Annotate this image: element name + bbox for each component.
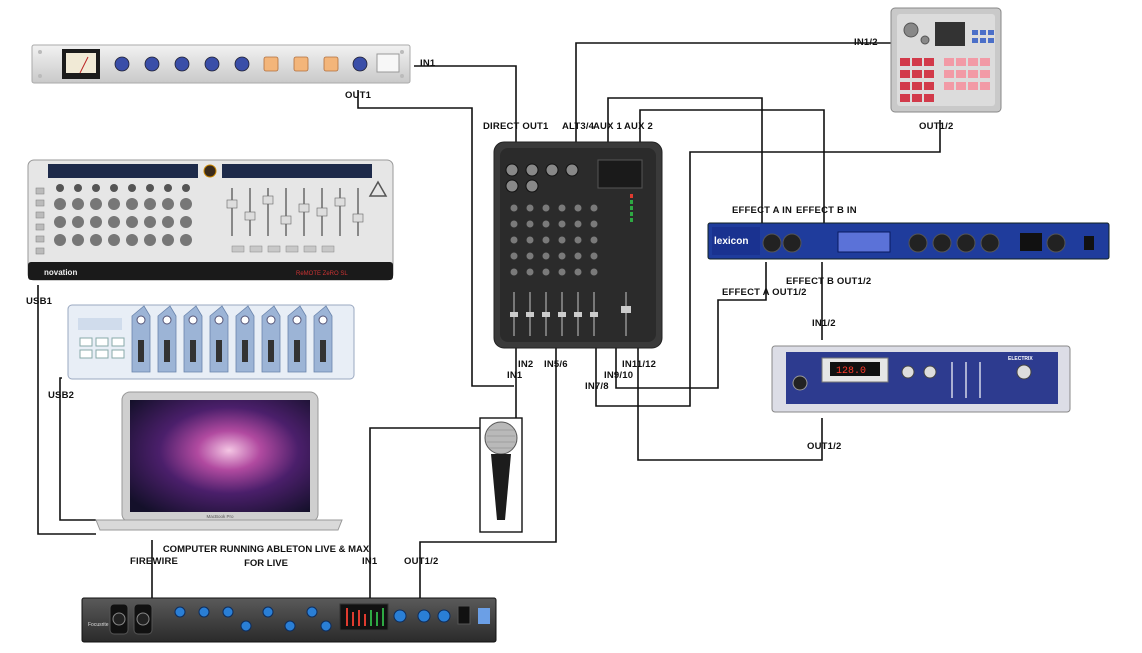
label-aux1: AUX 1	[593, 121, 622, 132]
cable-mixer-in56-to-interface-out12	[419, 346, 557, 598]
cable-usb1-controller-to-laptop	[37, 285, 96, 535]
label-mixer-in2: IN2	[518, 359, 534, 370]
label-sp555-in12: IN1/2	[854, 37, 878, 48]
label-mixer-in56: IN5/6	[544, 359, 568, 370]
cable-direct-out1-to-compressor-in1	[414, 65, 517, 142]
cable-microphone-to-interface-in1	[369, 427, 492, 598]
cables	[37, 42, 941, 598]
label-effect-a-in: EFFECT A IN	[732, 205, 793, 216]
label-effect-a-out: EFFECT A OUT1/2	[722, 287, 807, 298]
label-mixer-in78: IN7/8	[585, 381, 609, 392]
electrix-logo: ELECTRIX	[1008, 356, 1033, 362]
label-electrix-out12: OUT1/2	[807, 441, 842, 452]
laptop-model-label: MacBook Pro	[206, 514, 234, 519]
korg-nanokontrol	[67, 304, 355, 380]
label-mixer-in910: IN9/10	[604, 370, 634, 381]
cable-electrix-out12-to-mixer-in1112	[637, 346, 823, 461]
label-alt34: ALT3/4	[562, 121, 595, 132]
microphone	[479, 417, 523, 533]
cable-sp555-in12-to-alt34	[575, 42, 891, 142]
label-electrix-in12: IN1/2	[812, 318, 836, 329]
cable-compressor-out1-to-mixer-in1	[357, 90, 514, 387]
cable-effect-a-out-to-mixer-in910	[615, 262, 767, 389]
label-firewire: FIREWIRE	[130, 556, 179, 567]
label-sp555-out12: OUT1/2	[919, 121, 954, 132]
cable-sp555-out12-to-mixer-in78	[595, 120, 941, 407]
label-aux2: AUX 2	[624, 121, 653, 132]
novation-controller: novation ReMOTE ZeRO SL	[27, 159, 394, 281]
label-effect-b-out: EFFECT B OUT1/2	[786, 276, 872, 287]
macbook-pro-laptop: MacBook Pro	[95, 391, 343, 531]
electrix-effects-unit: 128.0 ELECTRIX	[771, 345, 1071, 413]
cable-aux2-to-effect-b-in	[639, 109, 825, 227]
label-usb2: USB2	[48, 390, 75, 401]
focusrite-audio-interface: Focusrite	[81, 597, 497, 643]
lexicon-logo: lexicon	[714, 236, 748, 247]
label-interface-in1: IN1	[362, 556, 378, 567]
label-direct-out1: DIRECT OUT1	[483, 121, 549, 132]
label-mixer-in1112: IN11/12	[622, 359, 657, 370]
label-compressor-in1: IN1	[420, 58, 436, 69]
lexicon-effects-processor: lexicon	[707, 222, 1110, 260]
label-interface-out12: OUT1/2	[404, 556, 439, 567]
electrix-display: 128.0	[836, 366, 866, 377]
computer-caption: COMPUTER RUNNING ABLETON LIVE & MAX FOR …	[162, 544, 370, 569]
focusrite-logo: Focusrite	[88, 622, 109, 628]
label-compressor-out1: OUT1	[345, 90, 372, 101]
cable-usb2-korg-to-laptop	[59, 377, 96, 521]
ssl-compressor	[31, 44, 411, 84]
mixer	[493, 141, 663, 349]
novation-logo: novation	[44, 268, 77, 277]
cable-aux1-to-effect-a-in	[607, 97, 763, 227]
label-effect-b-in: EFFECT B IN	[796, 205, 857, 216]
sp555-sampler	[890, 7, 1002, 113]
label-usb1: USB1	[26, 296, 53, 307]
label-mixer-in1: IN1	[507, 370, 523, 381]
novation-model-label: ReMOTE ZeRO SL	[296, 271, 348, 277]
